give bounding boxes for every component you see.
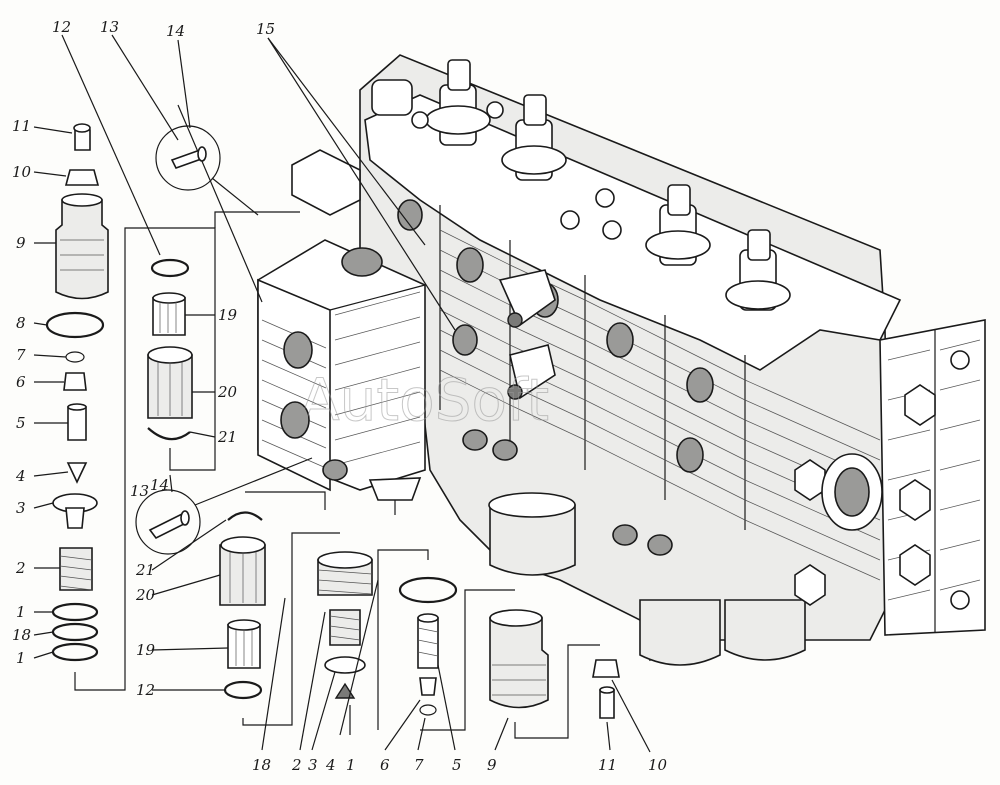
label-21-lower: 21 bbox=[135, 561, 155, 579]
label-18-left: 18 bbox=[12, 626, 31, 644]
part-5-valve-stem bbox=[417, 617, 439, 669]
part-11-pin bbox=[74, 129, 91, 151]
label-19-lower: 19 bbox=[136, 641, 156, 659]
label-5-bottom: 5 bbox=[452, 756, 462, 774]
label-2-bottom: 2 bbox=[291, 756, 302, 774]
label-4-bottom: 4 bbox=[325, 756, 336, 774]
part-6-plug bbox=[63, 372, 87, 391]
label-13-center: 13 bbox=[130, 482, 149, 500]
watermark: AutoSoft bbox=[300, 366, 549, 434]
label-12-lower: 12 bbox=[136, 681, 155, 699]
part-1-ring-b bbox=[51, 642, 99, 662]
label-14-center: 14 bbox=[150, 476, 169, 494]
part-1-ring-a bbox=[51, 602, 99, 622]
label-7-left: 7 bbox=[16, 346, 26, 364]
label-9-bottom: 9 bbox=[487, 756, 497, 774]
label-7-bottom: 7 bbox=[414, 756, 424, 774]
label-19-center: 19 bbox=[218, 306, 238, 324]
part-21-clip-lower bbox=[227, 511, 263, 521]
part-2-spring bbox=[59, 547, 93, 591]
part-9-body-lower bbox=[489, 617, 549, 709]
label-10-left: 10 bbox=[12, 163, 32, 181]
label-3-left: 3 bbox=[16, 499, 26, 517]
part-1-oring-lower bbox=[398, 576, 458, 604]
part-20-sleeve-lower bbox=[219, 544, 266, 606]
part-9-body bbox=[55, 199, 109, 300]
label-2-left: 2 bbox=[15, 559, 26, 577]
center-upper-parts bbox=[147, 104, 300, 471]
part-7-ring bbox=[65, 351, 85, 363]
part-10-nut bbox=[64, 169, 100, 186]
label-21-center: 21 bbox=[217, 428, 237, 446]
label-14-top: 14 bbox=[166, 22, 185, 40]
part-11-pin-lower bbox=[599, 689, 615, 719]
label-4-left: 4 bbox=[15, 467, 26, 485]
label-8-left: 8 bbox=[16, 314, 26, 332]
part-10-nut-lower bbox=[592, 659, 620, 678]
hydraulic-distributor-assembly bbox=[257, 54, 986, 666]
label-18-bottom: 18 bbox=[252, 756, 271, 774]
part-21-clip-upper bbox=[147, 427, 191, 441]
part-7-ring-lower bbox=[419, 704, 437, 716]
detail-circle-13-lower bbox=[135, 457, 313, 555]
center-lower-parts bbox=[219, 491, 326, 700]
label-9-left: 9 bbox=[16, 234, 26, 252]
part-8-oring bbox=[45, 311, 105, 339]
part-5-spring-rod bbox=[67, 406, 87, 441]
label-1-bottom: 1 bbox=[346, 756, 356, 774]
label-11-bottom: 11 bbox=[598, 756, 617, 774]
label-20-center: 20 bbox=[217, 383, 238, 401]
callout-labels: 12 13 14 15 11 10 9 8 7 6 5 4 3 2 1 18 1… bbox=[12, 18, 668, 774]
label-12-top: 12 bbox=[52, 18, 71, 36]
part-4-ball bbox=[66, 462, 88, 484]
part-12-ring-upper bbox=[150, 258, 190, 278]
label-5-left: 5 bbox=[16, 414, 26, 432]
part-12-ring-lower bbox=[223, 680, 263, 700]
part-6-plug-lower bbox=[419, 677, 437, 696]
label-13-top: 13 bbox=[100, 18, 119, 36]
part-3-washer bbox=[324, 656, 366, 674]
detail-circle-14-upper bbox=[155, 125, 259, 216]
label-1b-left: 1 bbox=[16, 649, 26, 667]
label-10-bottom: 10 bbox=[648, 756, 668, 774]
label-20-lower: 20 bbox=[135, 586, 156, 604]
top-leader-lines bbox=[33, 34, 456, 691]
label-3-bottom: 3 bbox=[308, 756, 318, 774]
label-6-bottom: 6 bbox=[380, 756, 390, 774]
label-11-left: 11 bbox=[12, 117, 31, 135]
label-1a-left: 1 bbox=[16, 603, 26, 621]
part-18-ring bbox=[51, 622, 99, 642]
label-15-top: 15 bbox=[256, 20, 275, 38]
left-parts-column bbox=[45, 123, 165, 691]
label-6-left: 6 bbox=[16, 373, 26, 391]
bottom-parts-row bbox=[242, 532, 651, 753]
